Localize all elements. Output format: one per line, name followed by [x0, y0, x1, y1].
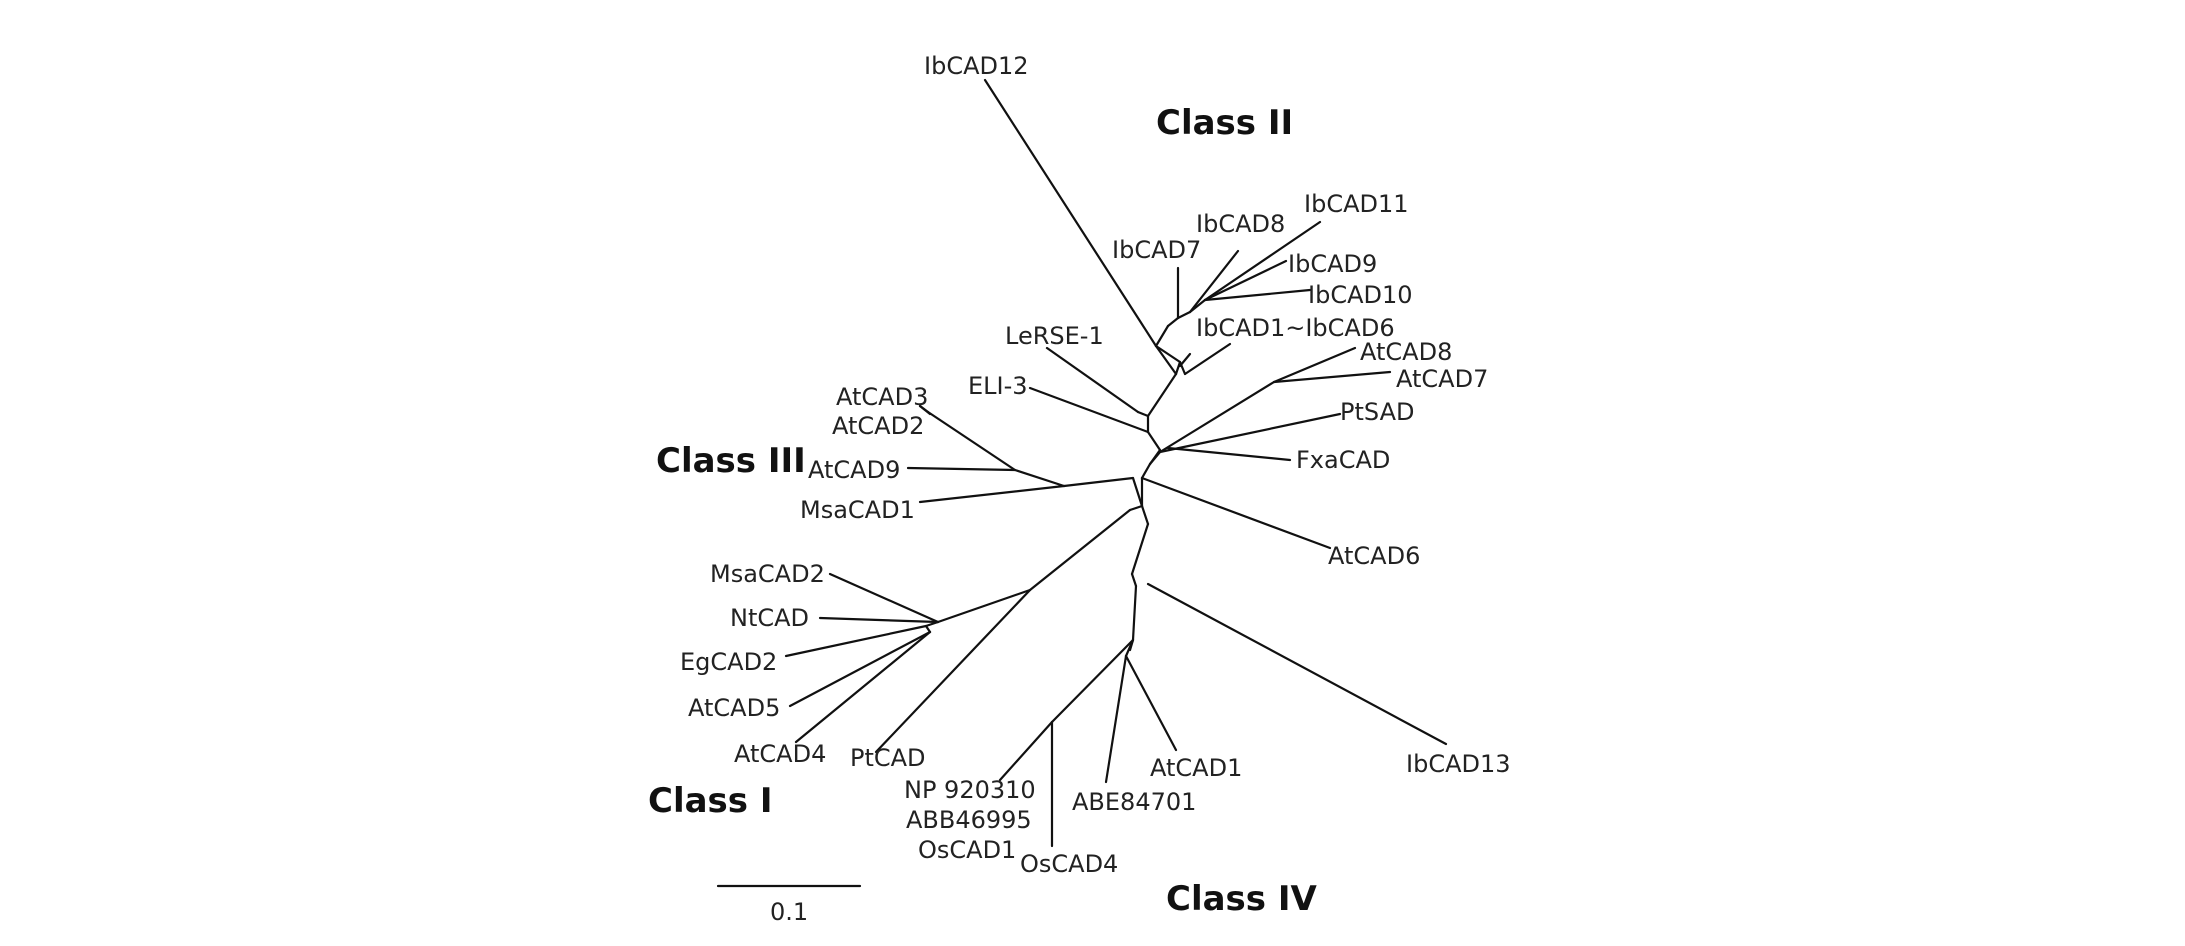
leaf-label: AtCAD6 [1328, 542, 1420, 570]
leaf-label: NP 920310 [904, 776, 1036, 804]
leaf-label: EgCAD2 [680, 648, 777, 676]
branch [1203, 259, 1288, 302]
branch [1272, 370, 1392, 384]
branch [1176, 310, 1192, 320]
branch [1154, 324, 1170, 348]
scale-bar: 0.1 [716, 884, 862, 926]
leaf-label: OsCAD4 [1020, 850, 1118, 878]
branch [874, 588, 1032, 754]
branch [1158, 412, 1342, 454]
branch [788, 630, 932, 708]
leaf-label: AtCAD7 [1396, 365, 1488, 393]
branch [918, 484, 1066, 504]
branch [1146, 430, 1162, 452]
branch [1203, 288, 1312, 302]
leaf-label: IbCAD13 [1406, 750, 1511, 778]
leaf-labels: IbCAD12 IbCAD11 IbCAD8 IbCAD7 IbCAD9 IbC… [680, 52, 1511, 878]
branch [1028, 386, 1150, 434]
leaf-label: ABB46995 [906, 806, 1032, 834]
leaf-label: IbCAD12 [924, 52, 1029, 80]
branch [1128, 504, 1144, 512]
branch [1203, 220, 1322, 302]
branch [784, 624, 928, 658]
branch [1188, 249, 1240, 314]
branch [924, 624, 932, 634]
branch [1166, 316, 1180, 328]
leaf-label: ELI-3 [968, 372, 1028, 400]
leaf-label: PtCAD [850, 744, 926, 772]
branch [1146, 372, 1178, 418]
branch [1140, 504, 1150, 526]
branch [794, 630, 932, 744]
leaf-label: IbCAD11 [1304, 190, 1409, 218]
branch [906, 466, 1017, 472]
branch [1148, 450, 1162, 466]
branch [1124, 654, 1178, 752]
leaf-label: IbCAD10 [1308, 281, 1413, 309]
branch [1130, 522, 1150, 576]
leaf-label: AtCAD2 [832, 412, 924, 440]
class-labels: Class II Class III Class I Class IV [648, 103, 1318, 919]
branch [1104, 654, 1128, 784]
leaf-label: AtCAD5 [688, 694, 780, 722]
branch [1028, 508, 1132, 592]
branch [1140, 476, 1332, 550]
branch [1045, 346, 1140, 414]
branch [1166, 446, 1292, 462]
leaf-label: LeRSE-1 [1005, 322, 1104, 350]
branch [1174, 360, 1182, 376]
leaf-label: IbCAD8 [1196, 210, 1285, 238]
leaf-label: IbCAD9 [1288, 250, 1377, 278]
branch [998, 720, 1054, 782]
tree-branches [784, 78, 1448, 848]
branch [1154, 344, 1182, 364]
leaf-label: MsaCAD1 [800, 496, 915, 524]
class-label: Class III [656, 441, 806, 481]
branch [828, 572, 940, 624]
branch [918, 404, 932, 416]
leaf-label: AtCAD4 [734, 740, 826, 768]
leaf-label: FxaCAD [1296, 446, 1390, 474]
branch [1158, 380, 1276, 454]
branch [1272, 346, 1357, 384]
leaf-label: NtCAD [730, 604, 809, 632]
branch [1154, 344, 1178, 376]
branch [1136, 410, 1150, 418]
branch [983, 78, 1158, 348]
leaf-label: OsCAD1 [918, 836, 1016, 864]
branch [1062, 476, 1135, 488]
branch [818, 616, 940, 624]
class-label: Class II [1156, 103, 1293, 143]
leaf-label: PtSAD [1340, 398, 1414, 426]
branch [1140, 462, 1152, 480]
class-label: Class I [648, 781, 773, 821]
branch [1131, 584, 1138, 642]
branch [1013, 468, 1066, 488]
leaf-label: IbCAD1~IbCAD6 [1196, 314, 1395, 342]
scale-bar-label: 0.1 [770, 898, 808, 926]
leaf-label: MsaCAD2 [710, 560, 825, 588]
branch [1050, 638, 1135, 724]
branch [936, 588, 1032, 624]
branch [1124, 638, 1135, 658]
branch [1188, 298, 1207, 314]
branch [1178, 352, 1192, 368]
branch [1183, 342, 1232, 376]
branch [1146, 582, 1448, 746]
class-label: Class IV [1166, 879, 1318, 919]
leaf-label: ABE84701 [1072, 788, 1196, 816]
branch [1131, 476, 1144, 508]
branch [1130, 572, 1138, 588]
branch [926, 410, 1017, 472]
leaf-label: AtCAD3 [836, 383, 928, 411]
branch [924, 620, 940, 628]
leaf-label: AtCAD9 [808, 456, 900, 484]
leaf-label: AtCAD8 [1360, 338, 1452, 366]
leaf-label: IbCAD7 [1112, 236, 1201, 264]
leaf-label: AtCAD1 [1150, 754, 1242, 782]
